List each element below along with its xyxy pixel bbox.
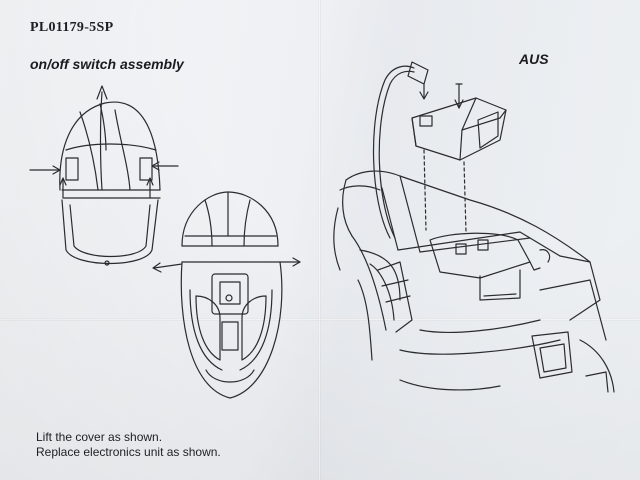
fold-crease-vertical	[318, 0, 321, 480]
section-title: on/off switch assembly	[30, 56, 184, 72]
region-label: AUS	[519, 51, 549, 67]
part-number: PL01179-5SP	[30, 20, 114, 35]
switch-assembly-exploded-drawing	[334, 62, 614, 392]
helmet-top-view-drawing	[153, 192, 300, 398]
helmet-side-view-drawing	[30, 86, 178, 265]
instruction-line-1: Lift the cover as shown.	[36, 430, 163, 444]
fold-crease-horizontal	[0, 318, 640, 321]
instruction-line-2: Replace electronics unit as shown.	[36, 445, 221, 459]
